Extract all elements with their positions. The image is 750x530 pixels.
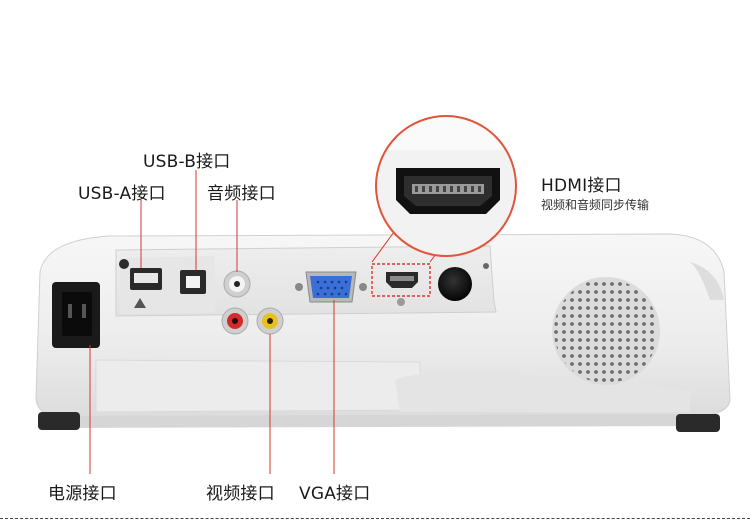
usb-a-port bbox=[119, 259, 162, 308]
power-label: 电源接口 bbox=[48, 484, 117, 504]
leader-lines bbox=[89, 170, 335, 474]
vga-port bbox=[295, 271, 367, 303]
right-foot bbox=[676, 414, 720, 432]
left-foot bbox=[38, 412, 80, 430]
hdmi-label: HDMI接口 bbox=[541, 176, 622, 196]
ir-sensor bbox=[438, 267, 472, 301]
usb-b-port bbox=[180, 270, 206, 294]
rca-red-jack bbox=[221, 307, 249, 335]
usb-a-label: USB-A接口 bbox=[78, 184, 166, 204]
hdmi-port bbox=[371, 263, 431, 306]
hdmi-sublabel: 视频和音频同步传输 bbox=[541, 198, 650, 212]
usb-b-label: USB-B接口 bbox=[143, 152, 231, 172]
bottom-divider bbox=[0, 518, 750, 519]
projector-body bbox=[35, 233, 731, 428]
speaker-grille bbox=[552, 277, 660, 385]
hdmi-zoom-callout bbox=[371, 115, 517, 263]
vga-label: VGA接口 bbox=[299, 484, 371, 504]
video-label: 视频接口 bbox=[206, 484, 275, 504]
power-socket bbox=[52, 282, 100, 348]
audio-jack bbox=[223, 270, 251, 298]
rca-yellow-jack bbox=[256, 307, 284, 335]
audio-label: 音频接口 bbox=[207, 184, 276, 204]
